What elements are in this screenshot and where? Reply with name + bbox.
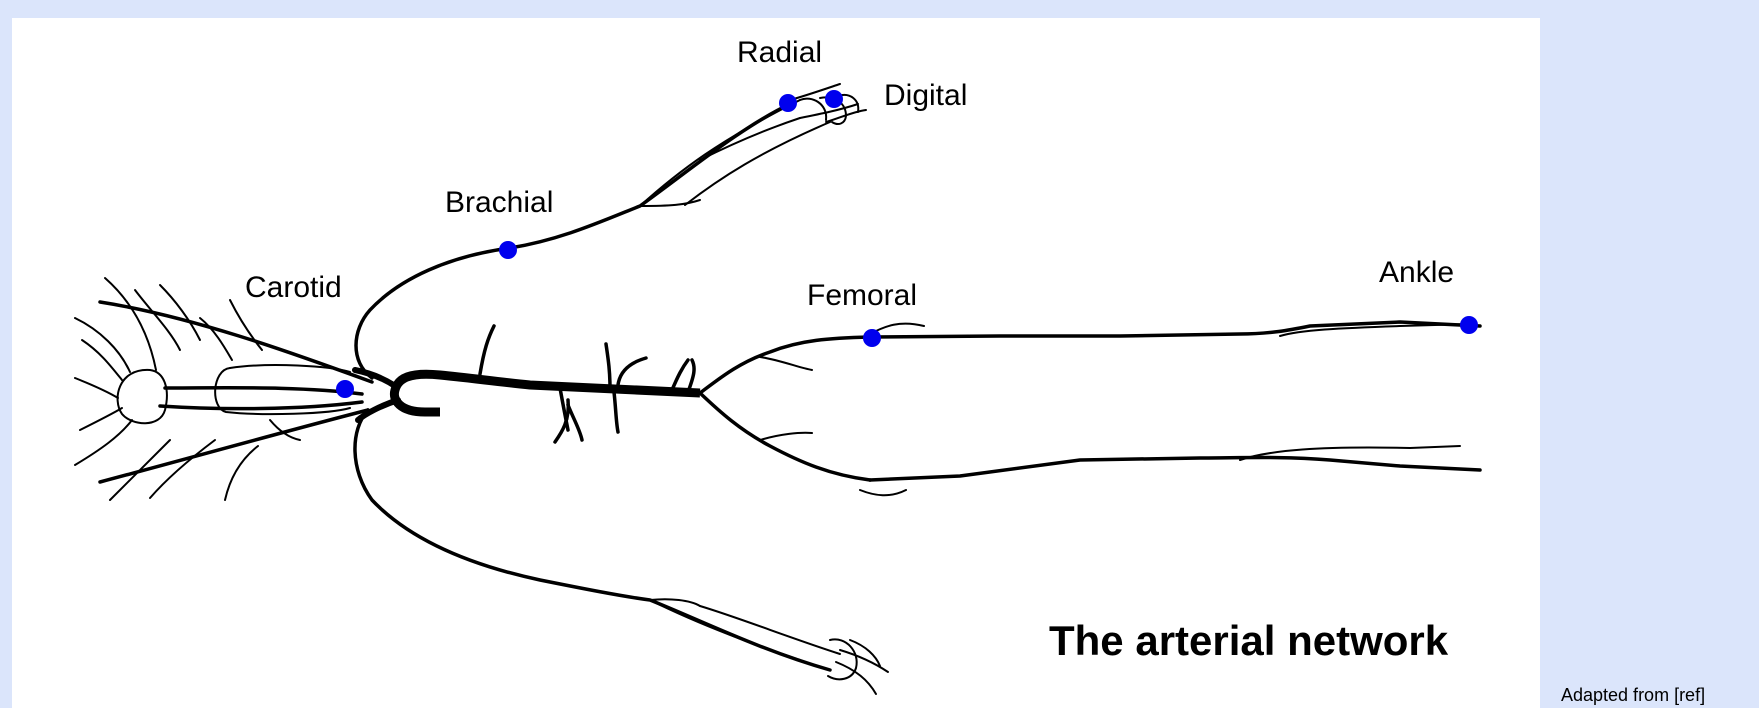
brachial-site-marker[interactable]: [499, 241, 517, 259]
upper-arm-vessels: [356, 84, 866, 378]
femoral-site-marker[interactable]: [863, 329, 881, 347]
radial-site-marker[interactable]: [779, 94, 797, 112]
head-vessels: [75, 278, 372, 500]
femoral-label: Femoral: [807, 281, 917, 311]
lower-arm-vessels: [355, 410, 888, 694]
measurement-sites: [336, 90, 1478, 398]
radial-label: Radial: [737, 38, 822, 68]
carotid-site-marker[interactable]: [336, 380, 354, 398]
brachial-label: Brachial: [445, 188, 553, 218]
diagram-panel: Radial Digital Brachial Carotid Femoral …: [12, 18, 1540, 708]
arterial-network-drawing: [12, 18, 1540, 708]
digital-label: Digital: [884, 81, 967, 111]
source-credit: Adapted from [ref]: [1561, 686, 1705, 704]
aorta: [355, 370, 700, 420]
digital-site-marker[interactable]: [825, 90, 843, 108]
diagram-title: The arterial network: [1049, 620, 1448, 662]
carotid-label: Carotid: [245, 273, 342, 303]
ankle-site-marker[interactable]: [1460, 316, 1478, 334]
ankle-label: Ankle: [1379, 258, 1454, 288]
leg-vessels: [700, 322, 1480, 495]
